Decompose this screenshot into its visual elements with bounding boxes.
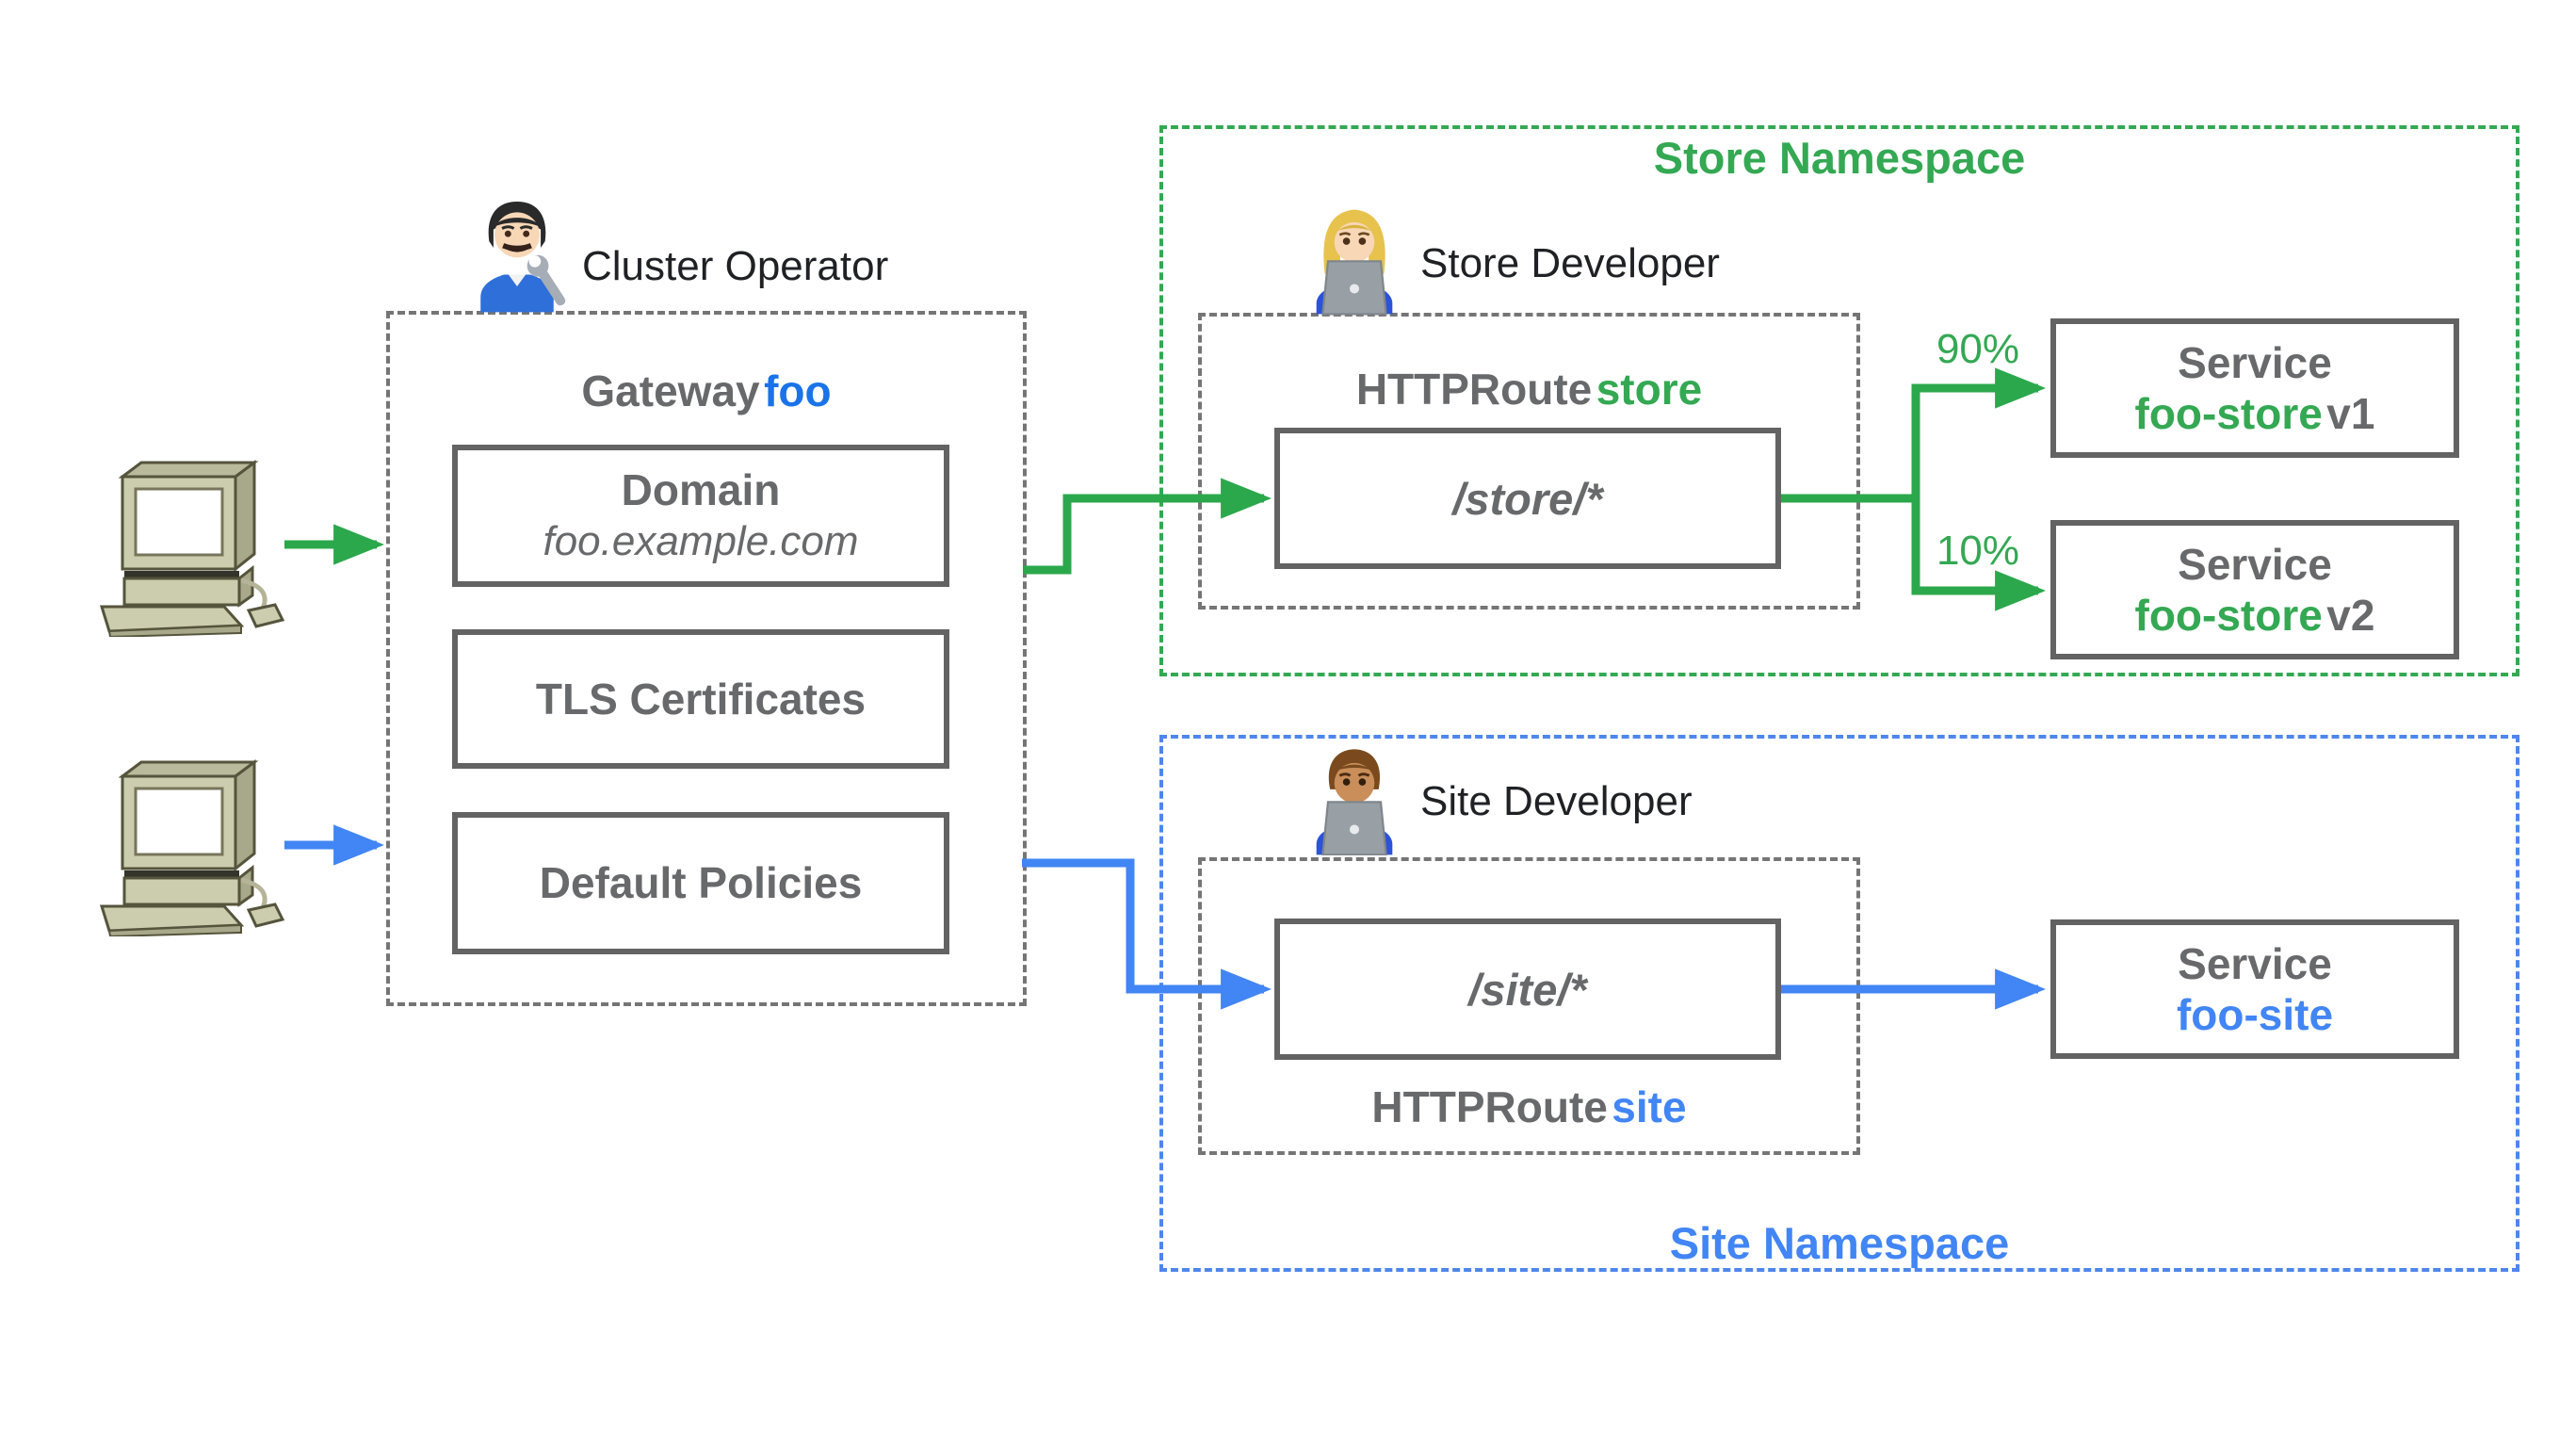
httproute-store-title: HTTPRoute store (1198, 364, 1860, 415)
service-v1-name: foo-store (2134, 389, 2323, 438)
weight-10-label: 10% (1936, 528, 2020, 574)
service-v1-title: Service (2178, 337, 2332, 387)
store-namespace-boundary (1159, 125, 2519, 676)
store-namespace-label: Store Namespace (1653, 133, 2026, 183)
httproute-store-name: store (1596, 365, 1703, 414)
client1-computer-icon (94, 458, 292, 639)
service-foo-site-title: Service (2178, 938, 2332, 988)
tls-certificates-box: TLS Certificates (452, 629, 949, 769)
store-path-box: /store/* (1274, 428, 1781, 569)
store-developer-woman-technologist-avatar-icon (1302, 201, 1407, 316)
service-v2-version: v2 (2326, 591, 2375, 640)
site-developer-man-technologist-avatar-icon (1302, 742, 1407, 856)
service-foo-site-box: Service foo-site (2050, 919, 2459, 1059)
httproute-site-boundary (1198, 857, 1860, 1155)
cluster-operator-mechanic-avatar-icon (463, 198, 571, 313)
gateway-title-prefix: Gateway (581, 366, 760, 415)
site-developer-label: Site Developer (1420, 778, 1693, 824)
site-path-label: /site/* (1468, 964, 1587, 1015)
domain-box: Domain foo.example.com (452, 445, 949, 587)
default-policies-label: Default Policies (539, 858, 863, 908)
store-developer-label: Store Developer (1420, 240, 1720, 286)
site-path-box: /site/* (1274, 919, 1781, 1060)
service-foo-site-name: foo-site (2176, 990, 2334, 1039)
gateway-title-name: foo (764, 366, 832, 415)
httproute-store-prefix: HTTPRoute (1355, 365, 1593, 414)
store-path-label: /store/* (1452, 473, 1603, 524)
httproute-site-title: HTTPRoute site (1198, 1081, 1860, 1132)
service-foo-store-v2-box: Service foo-store v2 (2050, 520, 2459, 659)
domain-box-title: Domain (621, 464, 781, 514)
service-foo-store-v1-box: Service foo-store v1 (2050, 318, 2459, 458)
service-v1-version: v1 (2326, 389, 2375, 438)
default-policies-box: Default Policies (452, 812, 949, 954)
gateway-title: Gateway foo (386, 366, 1027, 416)
cluster-operator-label: Cluster Operator (582, 243, 889, 289)
domain-box-value: foo.example.com (543, 518, 859, 565)
weight-90-label: 90% (1936, 326, 2020, 372)
gateway-boundary (386, 311, 1027, 1006)
service-v2-name: foo-store (2134, 591, 2323, 640)
tls-certificates-label: TLS Certificates (535, 674, 867, 724)
httproute-site-name: site (1612, 1082, 1687, 1131)
site-namespace-label: Site Namespace (1669, 1218, 2010, 1268)
httproute-site-prefix: HTTPRoute (1371, 1082, 1608, 1131)
client2-computer-icon (94, 757, 292, 938)
site-namespace-boundary (1159, 735, 2519, 1272)
service-v2-title: Service (2178, 539, 2332, 589)
